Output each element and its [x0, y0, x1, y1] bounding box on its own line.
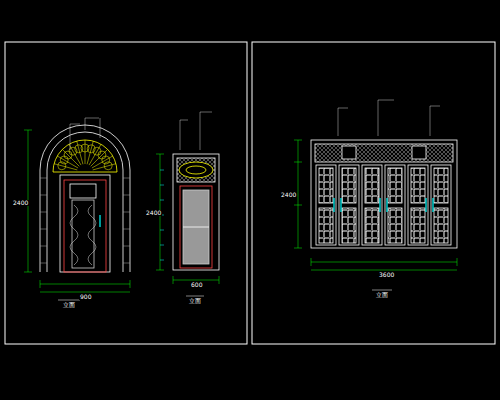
glazing: [434, 168, 448, 203]
glazing: [434, 208, 448, 243]
glazing: [388, 208, 402, 243]
glazing: [365, 208, 379, 243]
handle: [340, 198, 341, 212]
handle: [432, 198, 433, 212]
drawing-title: 立面: [188, 298, 202, 304]
dimension: 600: [190, 282, 203, 288]
fan-petal: [60, 156, 68, 164]
dimension: 2400: [280, 192, 297, 198]
door-leaf: [408, 165, 428, 245]
sheet-frame: [252, 42, 495, 344]
glazing: [365, 168, 379, 203]
dimension: 3600: [378, 272, 395, 278]
sheet-frame: [5, 42, 247, 344]
glazing: [388, 168, 402, 203]
glazing: [342, 208, 356, 243]
six-leaf-door: [294, 100, 457, 290]
fan-petal: [93, 147, 101, 155]
fan-petal: [98, 151, 106, 159]
drawing-title: 立面: [62, 302, 76, 308]
handle: [425, 198, 426, 212]
drawing-title: 立面: [375, 292, 389, 298]
glazing: [342, 168, 356, 203]
door-leaf: [385, 165, 405, 245]
dimension: 900: [79, 294, 92, 300]
door-leaf: [431, 165, 451, 245]
framed-door: [156, 112, 219, 296]
glazing: [319, 208, 333, 243]
handle: [386, 198, 387, 212]
dimension: 2400: [12, 200, 29, 206]
door-leaf: [362, 165, 382, 245]
door-leaf: [316, 165, 336, 245]
glazing: [411, 208, 425, 243]
glazing: [319, 168, 333, 203]
handle: [379, 198, 380, 212]
fan-petal: [64, 151, 72, 159]
glazing: [411, 168, 425, 203]
dimension: 2400: [145, 210, 162, 216]
arched-door: [24, 118, 130, 300]
door-leaf: [339, 165, 359, 245]
handle: [333, 198, 334, 212]
fan-petal: [104, 162, 112, 170]
